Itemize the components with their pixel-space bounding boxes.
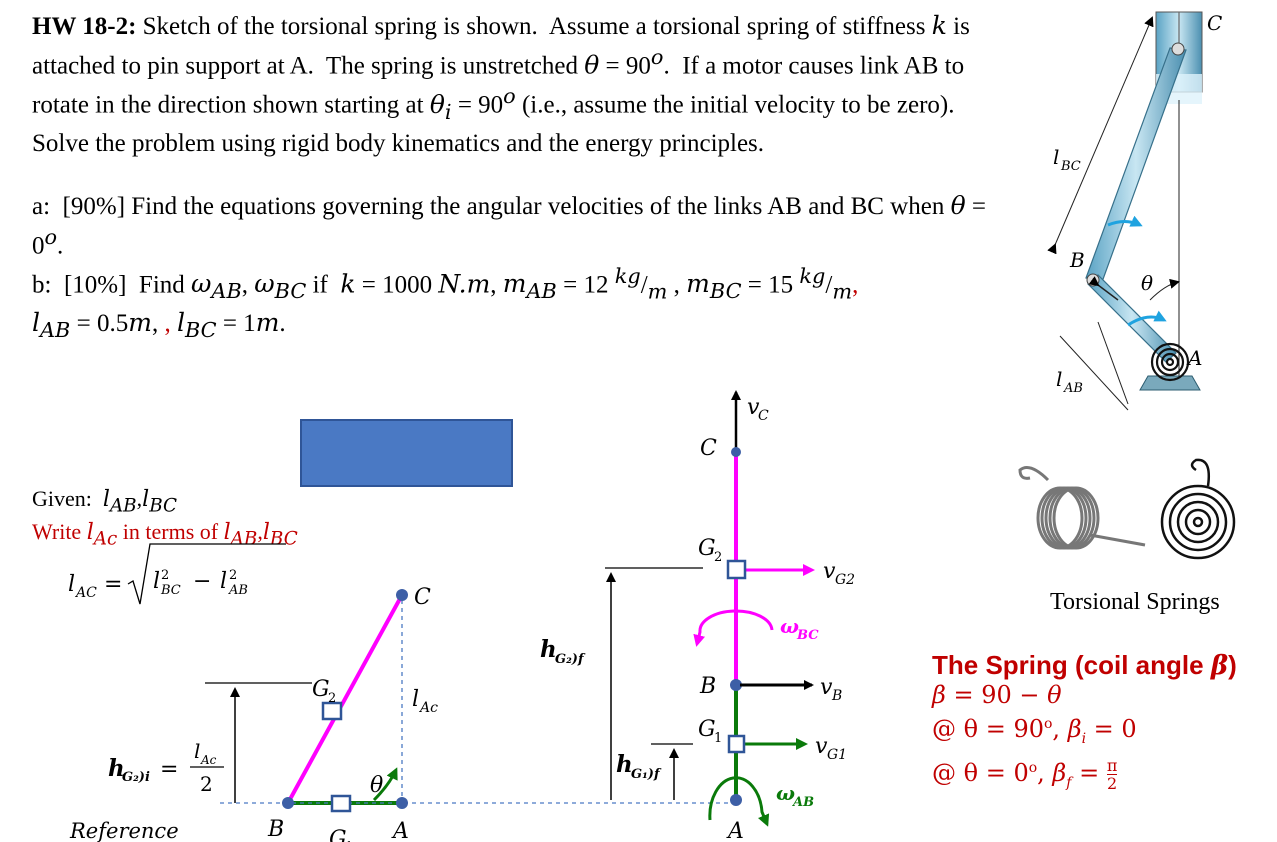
springs-caption: Torsional Springs — [1050, 589, 1220, 615]
svg-text:BC: BC — [160, 583, 181, 598]
svg-text:l: l — [1056, 367, 1062, 391]
svg-text:G₁)f: G₁)f — [631, 767, 662, 782]
svg-text:−: − — [193, 569, 211, 594]
svg-text:v: v — [815, 734, 828, 759]
coil-spring-image — [1018, 466, 1146, 550]
blue-rectangle — [300, 419, 513, 487]
svg-text:h: h — [540, 636, 557, 663]
label-b-left: B — [267, 817, 284, 842]
svg-text:h: h — [616, 751, 633, 778]
svg-text:ω: ω — [776, 781, 795, 805]
svg-text:2: 2 — [161, 568, 169, 583]
theta-left: θ — [370, 773, 383, 798]
svg-text:2: 2 — [714, 550, 722, 565]
problem-paragraph: HW 18-2: Sketch of the torsional spring … — [32, 11, 970, 157]
svg-text:v: v — [747, 395, 760, 420]
svg-text:Ac: Ac — [418, 700, 438, 716]
label-a-top: A — [1186, 346, 1202, 370]
svg-text:G₂)i: G₂)i — [122, 770, 150, 785]
svg-text:G: G — [698, 717, 716, 742]
reference-label: Reference — [69, 819, 179, 842]
spring-line-2: @ θ = 90o, βi = 0 — [932, 715, 1137, 747]
label-c-top: C — [1207, 11, 1222, 35]
omega-ab-arrow — [708, 776, 770, 827]
svg-text:=: = — [160, 757, 178, 782]
point-b-mid — [730, 679, 742, 691]
svg-text:l: l — [1053, 145, 1059, 169]
g1-marker-mid — [727, 734, 746, 754]
svg-text:l: l — [412, 687, 419, 712]
label-b-top: B — [1069, 248, 1085, 272]
svg-text:2: 2 — [328, 691, 336, 706]
svg-text:2: 2 — [229, 568, 237, 583]
label-c-mid: C — [700, 436, 717, 461]
svg-text:AB: AB — [228, 583, 248, 598]
svg-text:AB: AB — [791, 795, 814, 810]
point-a-left — [396, 797, 408, 809]
g1-marker-left — [330, 794, 352, 813]
part-b: b: [10%] Find ωAB, ωBC if k = 1000 N.m, … — [32, 263, 859, 343]
label-b-mid: B — [699, 674, 716, 699]
svg-text:G2: G2 — [835, 572, 855, 588]
spring-box-title: The Spring (coil angle β) — [932, 650, 1237, 681]
svg-text:1: 1 — [345, 840, 353, 842]
svg-text:Ac: Ac — [200, 753, 217, 767]
link-bc-3d — [1085, 47, 1187, 283]
spring-box: The Spring (coil angle β) β = 90 − θ @ θ… — [932, 650, 1237, 798]
svg-text:AB: AB — [1063, 381, 1083, 396]
svg-text:v: v — [820, 675, 833, 700]
given-line: Given: lAB,lBC — [32, 486, 178, 517]
left-figure: C G2 lAc θ B A G1 Reference h G₂)i = l A… — [69, 585, 740, 842]
svg-text:h: h — [108, 755, 125, 782]
svg-text:v: v — [823, 559, 836, 584]
svg-text:BC: BC — [1060, 159, 1081, 174]
svg-text:AC: AC — [74, 585, 97, 601]
svg-text:1: 1 — [714, 731, 722, 746]
svg-text:G: G — [329, 827, 347, 842]
omega-bc-arrow — [693, 609, 774, 647]
point-b-left — [282, 797, 294, 809]
svg-text:l: l — [153, 569, 160, 594]
svg-text:G: G — [312, 677, 330, 702]
svg-text:BC: BC — [796, 628, 819, 643]
lac-equation: l AC = l 2 BC − l 2 AB — [68, 543, 286, 605]
theta-arrow — [372, 767, 398, 802]
label-a-mid: A — [726, 819, 744, 842]
link-bc-initial — [286, 594, 404, 804]
g2-marker-mid — [726, 559, 747, 580]
part-a: a: [90%] Find the equations governing th… — [32, 190, 987, 259]
point-c-mid — [731, 447, 741, 457]
spring-line-1: β = 90 − θ — [932, 681, 1062, 709]
problem-statement: HW 18-2: Sketch of the torsional spring … — [32, 10, 1012, 346]
svg-text:C: C — [758, 408, 769, 424]
problem-heading: HW 18-2: — [32, 13, 137, 40]
spiral-spring-small — [1150, 342, 1190, 382]
svg-text:G1: G1 — [827, 747, 847, 763]
svg-text:l: l — [68, 572, 75, 597]
svg-text:=: = — [104, 572, 122, 597]
label-a-left: A — [391, 819, 409, 842]
svg-text:B: B — [831, 688, 842, 704]
point-a-mid — [730, 794, 742, 806]
svg-text:G: G — [698, 536, 716, 561]
svg-text:l: l — [194, 739, 200, 763]
svg-text:G₂)f: G₂)f — [555, 652, 586, 667]
svg-text:ω: ω — [780, 614, 799, 638]
g2-marker-left — [321, 701, 343, 721]
svg-text:2: 2 — [200, 772, 213, 796]
spiral-spring-image — [1160, 458, 1236, 560]
theta-top: θ — [1141, 271, 1153, 295]
point-c-left — [396, 589, 408, 601]
label-c-left: C — [414, 585, 431, 610]
svg-text:l: l — [220, 569, 227, 594]
